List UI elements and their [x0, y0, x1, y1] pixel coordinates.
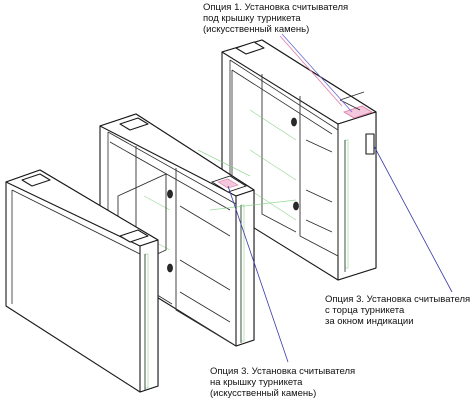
callout-bottom-line-1: Опция 3. Установка считывателя — [210, 366, 356, 377]
leader-line-top — [281, 33, 353, 113]
callout-top: Опция 1. Установка считывателя под крышк… — [203, 2, 348, 35]
callout-bottom-line-3: (искусственный камень) — [210, 388, 317, 399]
leader-line-right — [373, 145, 453, 293]
middle-cabinet — [99, 113, 297, 347]
callout-bottom-line-2: на крышку турникета — [210, 377, 303, 388]
front-cabinet-slot-end — [119, 229, 149, 243]
callout-top-line-2: под крышку турникета — [203, 13, 301, 24]
turnstile-drawing — [5, 33, 453, 393]
front-cabinet — [5, 169, 159, 393]
back-cabinet-slot — [235, 41, 265, 55]
turnstile-diagram: Опция 1. Установка считывателя под крышк… — [5, 2, 470, 399]
front-cabinet-slot — [21, 173, 51, 187]
back-cabinet — [221, 39, 377, 281]
end-reader-window — [365, 133, 375, 155]
callout-top-line-1: Опция 1. Установка считывателя — [203, 2, 349, 13]
callout-right-line-1: Опция 3. Установка считывателя — [325, 294, 470, 305]
middle-cabinet-slot — [119, 117, 149, 131]
middle-cabinet-end — [235, 189, 255, 347]
callout-top-line-3: (искусственный камень) — [203, 24, 310, 35]
front-cabinet-end — [139, 239, 159, 393]
leader-line-top-secondary — [279, 35, 343, 107]
callout-bottom: Опция 3. Установка считывателя на крышку… — [210, 366, 355, 399]
callout-right-line-3: за окном индикации — [325, 316, 414, 327]
leader-lines — [227, 33, 453, 363]
callout-right-line-2: с торца турникета — [325, 305, 405, 316]
leader-line-bottom — [227, 185, 289, 363]
callout-right: Опция 3. Установка считывателя с торца т… — [325, 294, 470, 327]
